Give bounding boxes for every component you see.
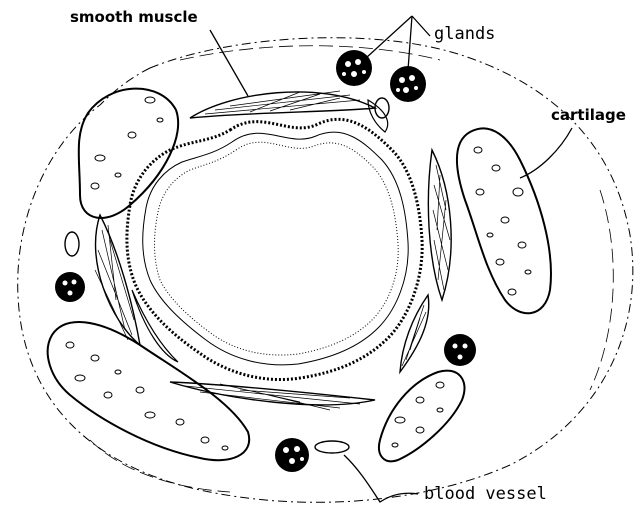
blood-vessel-leader-line (344, 455, 418, 502)
blood-vessel-bottom (315, 441, 349, 453)
gland-bottom (275, 438, 309, 472)
gland-top-right (390, 66, 426, 102)
cartilage-plate-lower-right (379, 371, 465, 462)
gland-right (444, 334, 476, 366)
glands-leader-line-1 (366, 16, 412, 58)
smooth-muscle-leader-line (210, 30, 248, 96)
smooth-muscle-bundle-right (428, 150, 451, 300)
glands-leader-line-2 (408, 16, 412, 70)
cartilage-plate-right (457, 128, 551, 313)
smooth-muscle-bundle-top (190, 91, 375, 118)
gland-top-left (336, 50, 372, 86)
smooth-muscle-bundle-right-lower (400, 295, 429, 372)
tracheal-lumen (127, 119, 422, 379)
blood-vessel-top (375, 98, 389, 118)
gland-left (55, 272, 85, 302)
glands-leader-line-3 (412, 16, 430, 36)
cartilage-plate-lower-left (48, 322, 249, 460)
epithelium-outer-line (127, 119, 422, 379)
blood-vessel-left (65, 232, 79, 256)
epithelium-inner-line (143, 132, 408, 365)
smooth-muscle-label: smooth muscle (70, 10, 198, 25)
smooth-muscle-bundle-left-inner (132, 290, 178, 362)
glands-label: glands (434, 26, 495, 43)
lumen-border (155, 142, 399, 355)
blood-vessel-label: blood vessel (424, 486, 547, 503)
cartilage-label: cartilage (551, 108, 626, 123)
outer-adventitia-outline (18, 38, 633, 503)
outer-adventitia-outline-inner (90, 46, 613, 492)
cartilage-leader-line (520, 128, 572, 178)
